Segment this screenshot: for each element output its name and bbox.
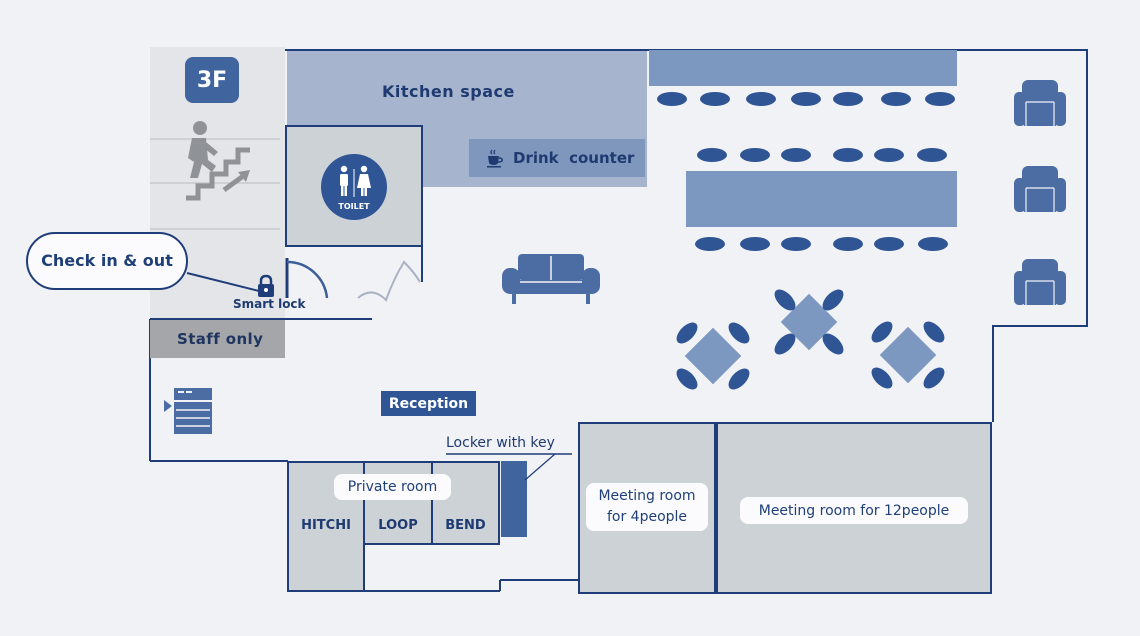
armchair-icon — [1014, 259, 1066, 305]
chair — [746, 92, 776, 106]
diamond-table-3 — [871, 321, 945, 389]
armchair-icon — [1014, 166, 1066, 212]
sofa-icon — [502, 254, 600, 304]
reception-desk: Reception — [381, 391, 476, 416]
locker-label: Locker with key — [446, 435, 555, 451]
diamond-table-2 — [774, 289, 844, 355]
staff-only-area: Staff only — [150, 320, 285, 358]
chair — [874, 148, 904, 162]
room-loop-label: LOOP — [378, 517, 418, 533]
check-in-pointer — [186, 272, 264, 293]
chair — [781, 148, 811, 162]
check-in-out-label: Check in & out — [41, 251, 173, 270]
coffee-cup-icon — [487, 149, 503, 168]
chair — [917, 148, 947, 162]
stair-lines — [150, 138, 280, 230]
toilet-icon: TOILET — [321, 154, 387, 220]
staff-only-label: Staff only — [177, 330, 264, 348]
locker — [501, 461, 527, 537]
chair — [874, 237, 904, 251]
chair — [700, 92, 730, 106]
floor-badge: 3F — [185, 57, 239, 103]
room-bend-label: BEND — [445, 517, 486, 533]
room-hitchi-label: HITCHI — [301, 517, 351, 533]
drink-counter: Drink counter — [469, 139, 645, 177]
check-in-out-bubble: Check in & out — [26, 232, 188, 290]
smart-lock-label: Smart lock — [233, 297, 306, 311]
drink-counter-label: Drink counter — [513, 149, 635, 167]
chair — [833, 148, 863, 162]
diamond-table-1 — [676, 322, 750, 390]
chair — [781, 237, 811, 251]
long-table-2 — [686, 171, 957, 227]
chair — [881, 92, 911, 106]
locker-pointer — [446, 453, 572, 481]
floor-label: 3F — [196, 67, 228, 93]
stairs-icon — [186, 121, 250, 201]
reception-label: Reception — [388, 395, 469, 412]
toilet-label: TOILET — [338, 202, 370, 211]
meeting-room-4-label: Meeting room for 4people — [586, 483, 708, 531]
chair — [695, 237, 725, 251]
chair — [791, 92, 821, 106]
chair — [697, 148, 727, 162]
chair — [925, 92, 955, 106]
meeting-room-4-line1: Meeting room — [598, 488, 696, 504]
chair — [740, 148, 770, 162]
kitchen-label: Kitchen space — [382, 82, 515, 101]
chair — [918, 237, 948, 251]
lock-icon — [258, 274, 274, 297]
private-room-label: Private room — [334, 474, 451, 500]
meeting-room-12-label: Meeting room for 12people — [740, 497, 968, 524]
armchair-icon — [1014, 80, 1066, 126]
meeting-room-4-line2: for 4people — [606, 509, 688, 525]
chair — [657, 92, 687, 106]
copier-icon — [164, 388, 212, 434]
chair — [740, 237, 770, 251]
chair — [833, 237, 863, 251]
long-table-1 — [649, 50, 957, 86]
chair — [833, 92, 863, 106]
